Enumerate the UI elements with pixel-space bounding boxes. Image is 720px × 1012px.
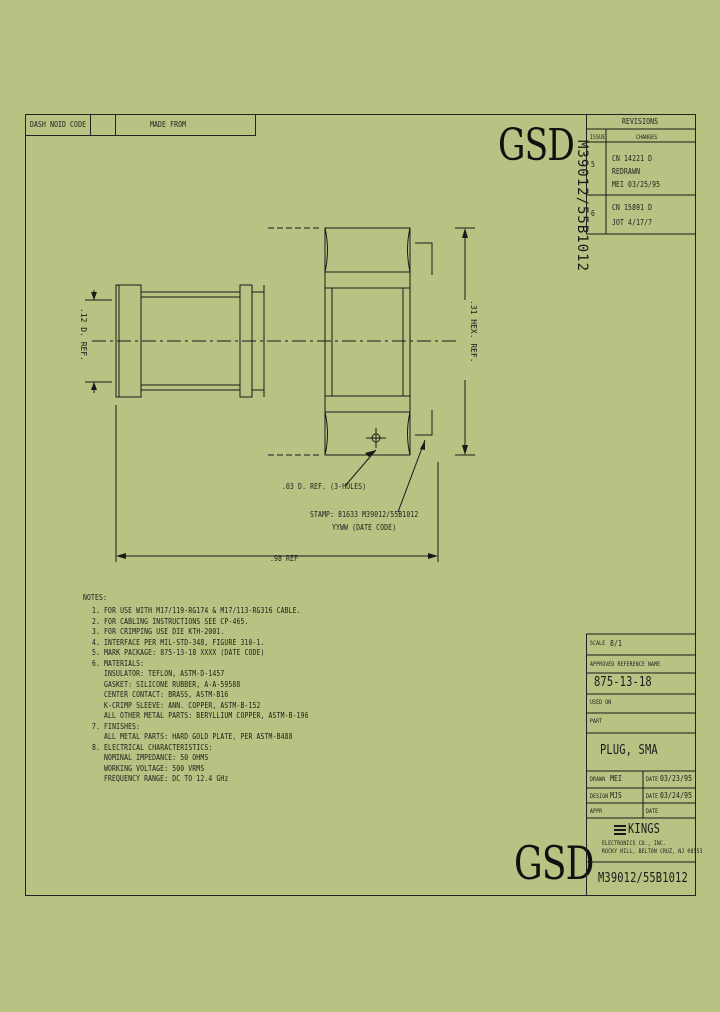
design-by: MJS: [610, 791, 623, 800]
design-date: 03/24/95: [660, 791, 693, 800]
revisions-col-changes: CHANGES: [636, 134, 658, 141]
id-code-label: ID CODE: [58, 120, 87, 129]
kings-logo-icon: [614, 825, 626, 835]
dim-length: .98 REF: [270, 554, 299, 563]
note-line: NOMINAL IMPEDANCE: 50 OHMS: [104, 753, 209, 762]
gsd-logo-top: GSD: [498, 120, 575, 171]
note-line: WORKING VOLTAGE: 500 VRMS: [104, 763, 205, 773]
approved-label: APPROVED REFERENCE NAME: [590, 661, 661, 668]
rev-issue: 5: [591, 160, 596, 169]
note-line: 1. FOR USE WITH M17/119-RG174 & M17/113-…: [92, 606, 301, 615]
rev-line: CN 15891 D: [612, 203, 653, 212]
rev-line: REDRAWN: [612, 167, 641, 176]
note-line: 5. MARK PACKAGE: 875-13-18 XXXX (DATE CO…: [92, 648, 265, 657]
note-line: 8. ELECTRICAL CHARACTERISTICS:: [92, 742, 213, 752]
stamp-line1: STAMP: 81633 M39012/55B1012: [310, 510, 419, 519]
drawn-date: 03/23/95: [660, 774, 693, 783]
part-label: PART: [590, 718, 603, 725]
appr-date-label: DATE: [646, 808, 659, 815]
note-line: ALL METAL PARTS: HARD GOLD PLATE, PER AS…: [104, 732, 293, 741]
rev-issue: 6: [591, 209, 596, 218]
part-name: PLUG, SMA: [600, 743, 658, 758]
title-block: [586, 634, 697, 896]
bottom-part-number: M39012/55B1012: [598, 871, 688, 886]
note-line: 6. MATERIALS:: [92, 658, 145, 668]
gsd-logo-bottom: GSD: [514, 836, 594, 890]
company-sub2: ROCKY HILL, BELTON CRUZ, NJ 08553: [602, 848, 703, 855]
drawn-date-label: DATE: [646, 776, 659, 783]
note-line: 3. FOR CRIMPING USE DIE KTH-2001.: [92, 627, 225, 636]
note-line: FREQUENCY RANGE: DC TO 12.4 GHz: [104, 774, 229, 783]
revisions-title: REVISIONS: [622, 117, 659, 126]
appr-label: APPR: [590, 808, 603, 815]
dim-holes: .03 D. REF. (3-HOLES): [282, 482, 367, 491]
drawing-border: [25, 114, 696, 896]
company-sub1: ELECTRONICS CO., INC.: [602, 840, 667, 847]
revisions-col-issue: ISSUE: [590, 134, 606, 141]
note-line: 4. INTERFACE PER MIL-STD-348, FIGURE 310…: [92, 637, 265, 647]
note-line: CENTER CONTACT: BRASS, ASTM-B16: [104, 690, 229, 699]
rev-line: CN 14221 D: [612, 154, 653, 163]
company-name: KINGS: [628, 822, 661, 837]
used-on-label: USED ON: [590, 699, 612, 706]
drawn-label: DRAWN: [590, 776, 606, 783]
rev-line: JOT 4/17/7: [612, 218, 653, 227]
note-line: INSULATOR: TEFLON, ASTM-D-1457: [104, 669, 225, 678]
note-line: ALL OTHER METAL PARTS: BERYLLIUM COPPER,…: [104, 711, 309, 720]
revisions-block: [586, 114, 697, 234]
dim-dia-hex: .31 HEX. REF.: [469, 300, 478, 363]
notes-title: NOTES:: [83, 593, 108, 602]
made-from-label: MADE FROM: [150, 120, 187, 129]
rev-line: MEI 03/25/95: [612, 180, 661, 189]
scale-value: 8/1: [610, 639, 623, 648]
header-table: [25, 114, 256, 136]
design-date-label: DATE: [646, 793, 659, 800]
note-line: K-CRIMP SLEEVE: ANN. COPPER, ASTM-B-152: [104, 700, 261, 710]
note-line: 2. FOR CABLING INSTRUCTIONS SEE CP-465.: [92, 616, 249, 626]
dash-no-label: DASH NO.: [30, 120, 63, 129]
note-line: GASKET: SILICONE RUBBER, A-A-59588: [104, 679, 241, 689]
scale-label: SCALE: [590, 640, 606, 647]
part-number: 875-13-18: [594, 675, 652, 690]
drawn-by: MEI: [610, 774, 623, 783]
note-line: 7. FINISHES:: [92, 721, 141, 731]
design-label: DESIGN: [590, 793, 609, 800]
dim-dia-left: .12 D. REF.: [79, 308, 88, 361]
stamp-line2: YYWW (DATE CODE): [332, 523, 397, 532]
